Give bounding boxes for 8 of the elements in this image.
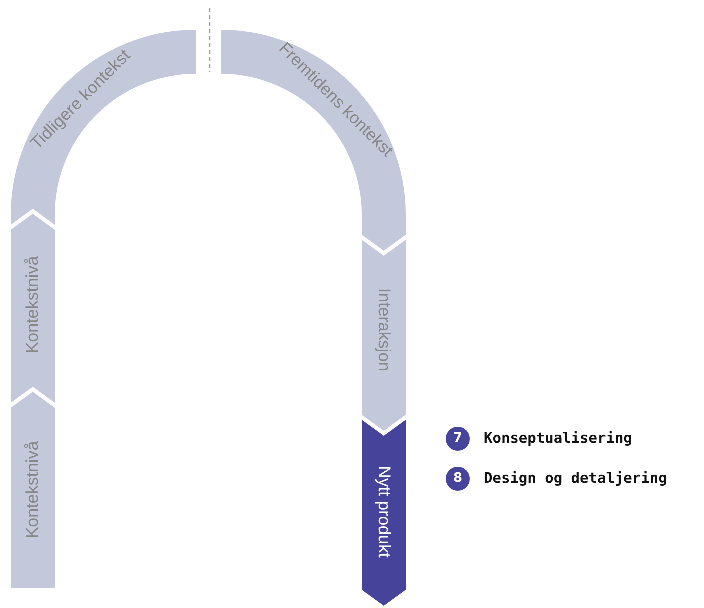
segment-label: Kontekstnivå (23, 441, 43, 539)
list-item-text: Design og detaljering (484, 470, 668, 489)
segment-label: Nytt produkt (374, 466, 394, 558)
number-badge: 8 (446, 467, 470, 491)
segment-label: Interaksjon (374, 288, 394, 372)
segment-label: Kontekstnivå (23, 256, 43, 354)
list-item-text: Konseptualisering (484, 430, 632, 449)
number-badge: 7 (446, 427, 470, 451)
